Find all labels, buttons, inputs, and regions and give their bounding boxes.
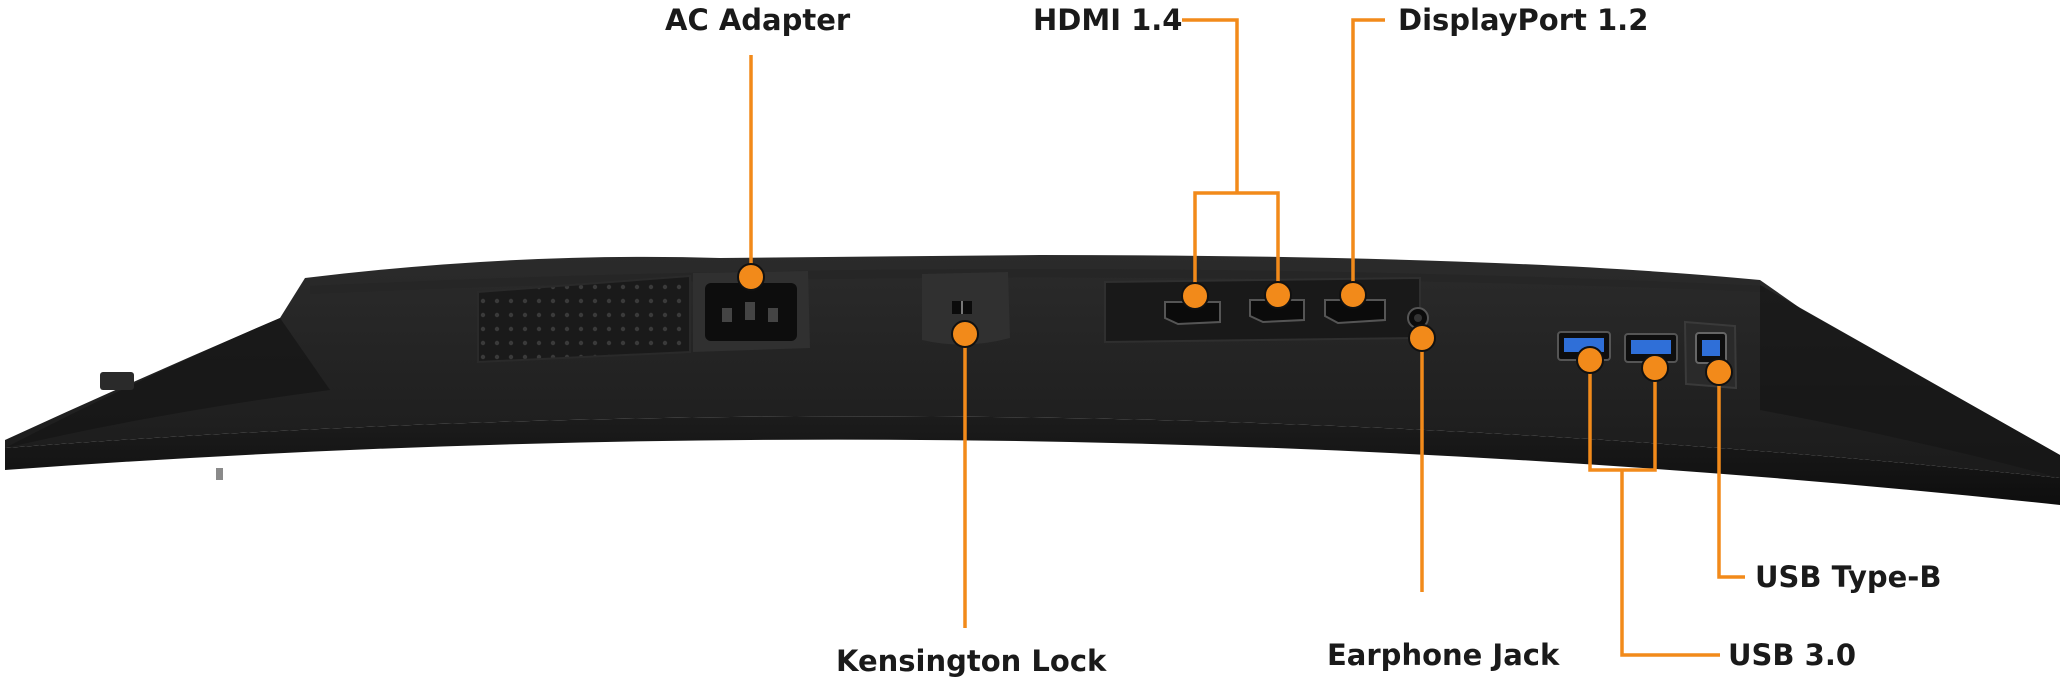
dot-earphone [1408,324,1436,352]
monitor-left-side-shadow [5,318,330,448]
dot-kensington [951,320,979,348]
leader-lines [749,18,1745,657]
dot-ac-adapter [737,263,765,291]
callout-dots [737,263,1733,386]
dot-displayport [1339,281,1367,309]
leader-hdmi-stem [1182,18,1239,193]
dot-usb3-2 [1641,354,1669,382]
label-ac-adapter: AC Adapter [665,3,851,37]
label-earphone: Earphone Jack [1327,638,1560,672]
label-hdmi: HDMI 1.4 [1033,3,1182,37]
hdmi-port-1 [1164,301,1221,326]
label-displayport: DisplayPort 1.2 [1398,3,1648,37]
monitor-right-side-shadow [1760,285,2060,478]
dot-hdmi-2 [1264,281,1292,309]
label-usb3: USB 3.0 [1728,638,1856,672]
hdmi-port-2 [1249,299,1305,324]
monitor-body [5,255,2060,505]
kensington-lock-slot [922,272,1010,345]
label-usb-type-b: USB Type-B [1755,560,1941,594]
dot-hdmi-1 [1181,282,1209,310]
labels: AC Adapter HDMI 1.4 DisplayPort 1.2 Kens… [665,3,1941,678]
vent-grille [477,274,691,364]
label-kensington: Kensington Lock [836,644,1107,678]
ac-adapter-port [693,271,810,352]
leader-usb-type-b [1717,372,1745,579]
leader-usb3-stem [1620,470,1720,657]
monitor-center-step [310,269,1765,294]
dot-usb-type-b [1705,358,1733,386]
status-light [216,468,223,480]
usb-3-port-2 [1624,333,1678,363]
leader-displayport [1351,18,1385,291]
monitor-shell-edge [5,416,2060,505]
dot-usb3-1 [1576,346,1604,374]
left-button [100,372,134,390]
displayport-port [1324,299,1386,325]
